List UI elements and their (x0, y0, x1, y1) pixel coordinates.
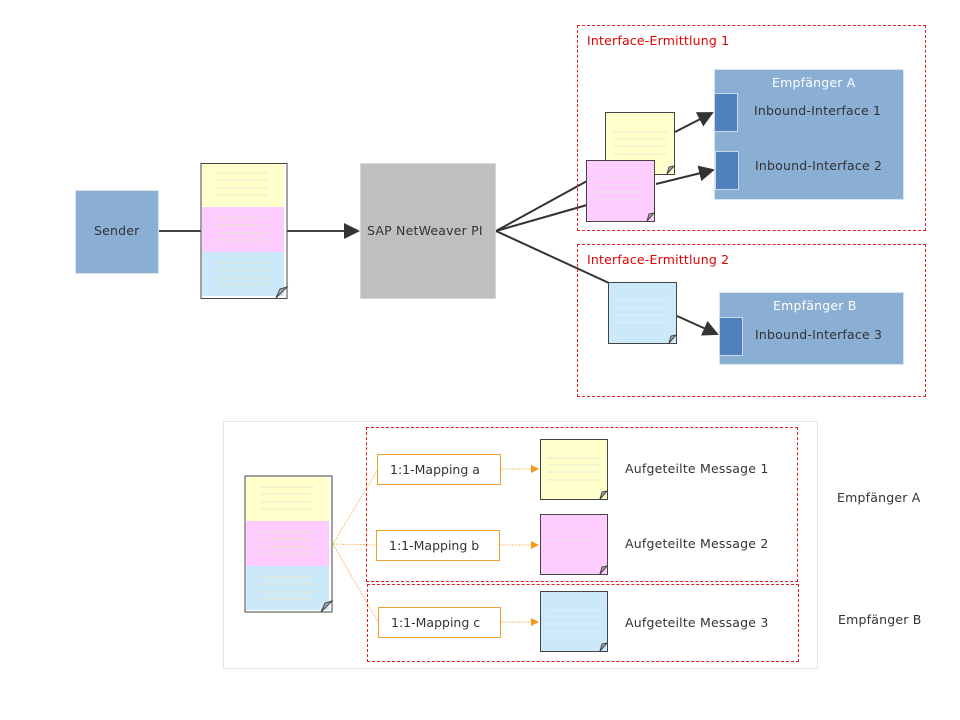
sender-box[interactable] (75, 190, 159, 274)
receiver-b-label: Empfänger B (773, 298, 857, 313)
inbound-interface-1-port[interactable] (714, 93, 738, 132)
receiver-a-mapping-frame (366, 427, 798, 582)
interface-determination-1-frame (577, 25, 926, 231)
inbound-interface-3-label: Inbound-Interface 3 (755, 327, 883, 342)
inbound-interface-1-label: Inbound-Interface 1 (754, 103, 882, 118)
combined-message-icon (200, 163, 289, 299)
mapping-b-label: 1:1-Mapping b (389, 538, 480, 553)
interface-determination-2-frame (577, 244, 926, 397)
receiver-a-label: Empfänger A (772, 75, 856, 90)
message-2-icon (586, 160, 656, 222)
msg1-to-interface1-arrow (674, 112, 714, 133)
interface-determination-1-title: Interface-Ermittlung 1 (587, 33, 730, 48)
source-message-icon (244, 475, 334, 613)
pi-to-group1-line-b (495, 204, 588, 232)
split-message-2-icon (540, 514, 609, 575)
fan-line-c (332, 543, 379, 623)
msg3-to-interface3-arrow (676, 315, 719, 336)
pi-to-group1-line-a (495, 180, 588, 232)
msg2-to-interface2-arrow (655, 165, 715, 185)
inbound-interface-2-label: Inbound-Interface 2 (755, 158, 883, 173)
mapping-panel (223, 421, 818, 669)
mapping-a-box[interactable]: 1:1-Mapping a (377, 454, 501, 485)
pi-to-group2-line (495, 230, 610, 284)
split-message-1-label: Aufgeteilte Message 1 (625, 461, 769, 476)
inbound-interface-3-port[interactable] (719, 317, 743, 356)
receiver-b-side-label: Empfänger B (838, 612, 922, 627)
mapping-b-box[interactable]: 1:1-Mapping b (376, 530, 500, 561)
sap-netweaver-pi-box[interactable] (360, 163, 496, 299)
receiver-a-side-label: Empfänger A (837, 490, 921, 505)
split-message-3-icon (540, 591, 609, 652)
fan-line-a (332, 470, 378, 545)
mapping-c-label: 1:1-Mapping c (391, 615, 481, 630)
message-3-icon (608, 282, 678, 344)
split-message-1-icon (540, 439, 609, 500)
split-message-2-label: Aufgeteilte Message 2 (625, 536, 769, 551)
fan-line-b (332, 543, 378, 546)
receiver-b-mapping-frame (367, 584, 799, 662)
mapping-c-box[interactable]: 1:1-Mapping c (378, 607, 501, 638)
interface-determination-2-title: Interface-Ermittlung 2 (587, 252, 730, 267)
split-message-3-label: Aufgeteilte Message 3 (625, 615, 769, 630)
sap-netweaver-pi-label: SAP NetWeaver PI (367, 223, 483, 238)
inbound-interface-2-port[interactable] (715, 151, 739, 190)
receiver-b-box[interactable] (719, 292, 904, 365)
receiver-a-box[interactable] (714, 69, 904, 200)
sender-label: Sender (94, 223, 140, 238)
mapping-a-label: 1:1-Mapping a (390, 462, 480, 477)
